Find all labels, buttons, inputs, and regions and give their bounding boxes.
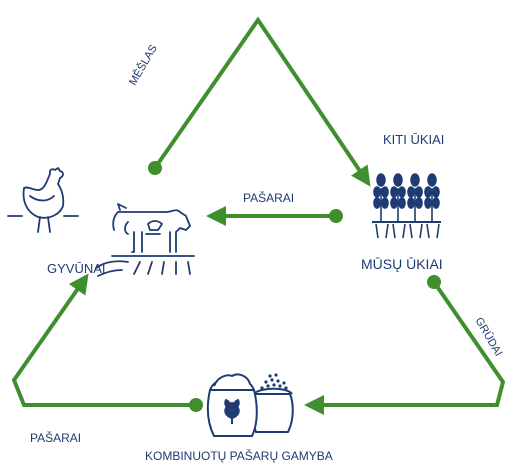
node-label-kiti-ukiai: KITI ŪKIAI bbox=[383, 132, 445, 147]
node-label-musu-ukiai: MŪSŲ ŪKIAI bbox=[361, 256, 443, 272]
hen-icon bbox=[7, 167, 79, 233]
feed-arrow-top bbox=[206, 206, 343, 226]
wheat-icon bbox=[372, 173, 441, 239]
grain-arrow bbox=[304, 275, 506, 415]
edge-label-pasarai-bottom: PAŠARAI bbox=[30, 431, 82, 445]
cow-icon bbox=[112, 203, 191, 253]
node-label-gyvunai: GYVŪNAI bbox=[47, 261, 106, 276]
field-icon bbox=[95, 255, 195, 277]
manure-arrow bbox=[148, 16, 371, 187]
edge-label-pasarai-top: PAŠARAI bbox=[243, 191, 295, 205]
node-label-kombinuotu: KOMBINUOTŲ PAŠARŲ GAMYBA bbox=[145, 449, 333, 463]
feed-arrow-bottom bbox=[11, 273, 203, 412]
feed-sacks-icon bbox=[206, 373, 294, 437]
